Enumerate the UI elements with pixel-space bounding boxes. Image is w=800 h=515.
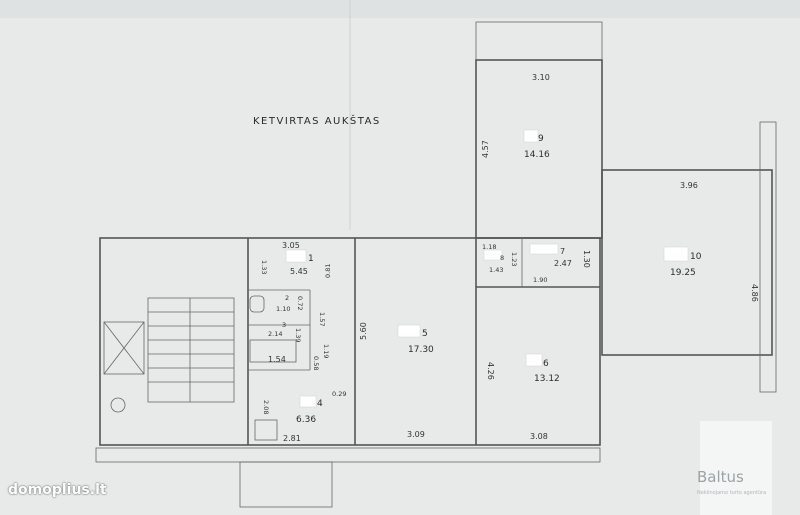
lower-balcony-ext [239, 461, 333, 508]
room-6-label: 6 13.12 [525, 353, 560, 384]
svg-text:1.10: 1.10 [276, 305, 290, 313]
svg-text:9: 9 [538, 134, 544, 144]
dim-label: 2.08 [262, 400, 270, 414]
svg-text:2.47: 2.47 [554, 259, 572, 268]
dim-label: 4.86 [750, 284, 759, 302]
svg-text:5: 5 [422, 329, 428, 339]
dim-label: 0.72 [296, 296, 304, 310]
dim-label: 1.18 [482, 243, 496, 251]
dim-label: 2.81 [283, 434, 301, 443]
elevator-shaft [103, 321, 145, 375]
lower-balcony [95, 447, 601, 463]
svg-text:1: 1 [308, 254, 314, 264]
dim-label: 3.09 [407, 430, 425, 439]
brand-subtitle: Nekilnojamo turto agentūra [697, 490, 767, 496]
plan-title: KETVIRTAS AUKŠTAS [253, 114, 381, 127]
dim-label: 1.30 [582, 250, 591, 268]
room-2-label: 2 1.10 [276, 294, 290, 313]
svg-text:6.36: 6.36 [296, 415, 316, 425]
svg-text:6: 6 [543, 359, 549, 369]
svg-text:3: 3 [282, 321, 286, 329]
bath-area: 1.54 [268, 355, 286, 364]
door-swing-symbol [110, 397, 126, 413]
staircase [147, 297, 235, 403]
toilet [249, 295, 265, 313]
main-outline [99, 237, 601, 446]
svg-text:19.25: 19.25 [670, 268, 696, 278]
dim-label: 3.08 [530, 432, 548, 441]
brand-logo-box [700, 421, 772, 515]
room-10-outline [601, 169, 773, 356]
svg-text:10: 10 [690, 252, 702, 262]
room-3-label: 3 2.14 [268, 321, 286, 338]
svg-text:7: 7 [560, 247, 565, 256]
dim-label: 1.90 [533, 276, 547, 284]
room-8-label: 8 1.43 [483, 249, 504, 274]
dim-label: 3.05 [282, 241, 300, 250]
svg-text:4: 4 [317, 399, 323, 409]
svg-text:13.12: 13.12 [534, 374, 560, 384]
svg-text:17.30: 17.30 [408, 345, 434, 355]
room-7-label: 7 2.47 [529, 243, 572, 268]
dim-label: 0.29 [332, 390, 346, 398]
svg-text:2: 2 [285, 294, 289, 302]
dim-label: 4.57 [481, 140, 490, 158]
dim-label: 3.10 [532, 73, 550, 82]
right-balcony [759, 121, 777, 393]
dim-label: 1.57 [318, 312, 326, 326]
dim-label: 5.60 [359, 322, 368, 340]
svg-text:14.16: 14.16 [524, 150, 550, 160]
dim-label: 3.96 [680, 181, 698, 190]
dim-label: 0.81 [324, 264, 332, 278]
dim-label: 0.58 [312, 356, 320, 370]
dim-label: 1.19 [322, 344, 330, 358]
room-1-label: 1 5.45 [285, 249, 314, 276]
room-5-label: 5 17.30 [397, 324, 434, 355]
room-9-label: 9 14.16 [523, 129, 550, 160]
site-watermark: domoplius.lt [8, 482, 107, 498]
room-4-label: 4 6.36 [296, 395, 323, 425]
svg-text:2.14: 2.14 [268, 330, 282, 338]
paper-edge [0, 0, 800, 18]
dim-label: 1.23 [510, 252, 518, 266]
bathtub [249, 339, 297, 363]
dim-label: 4.26 [486, 362, 495, 380]
stove [254, 419, 278, 441]
svg-text:1.43: 1.43 [489, 266, 503, 274]
dim-label: 1.39 [294, 328, 302, 342]
svg-text:8: 8 [500, 254, 504, 262]
brand-watermark: Baltus [697, 468, 744, 486]
dim-label: 1.33 [260, 260, 268, 274]
room-10-label: 10 19.25 [663, 246, 702, 278]
svg-text:5.45: 5.45 [290, 267, 308, 276]
